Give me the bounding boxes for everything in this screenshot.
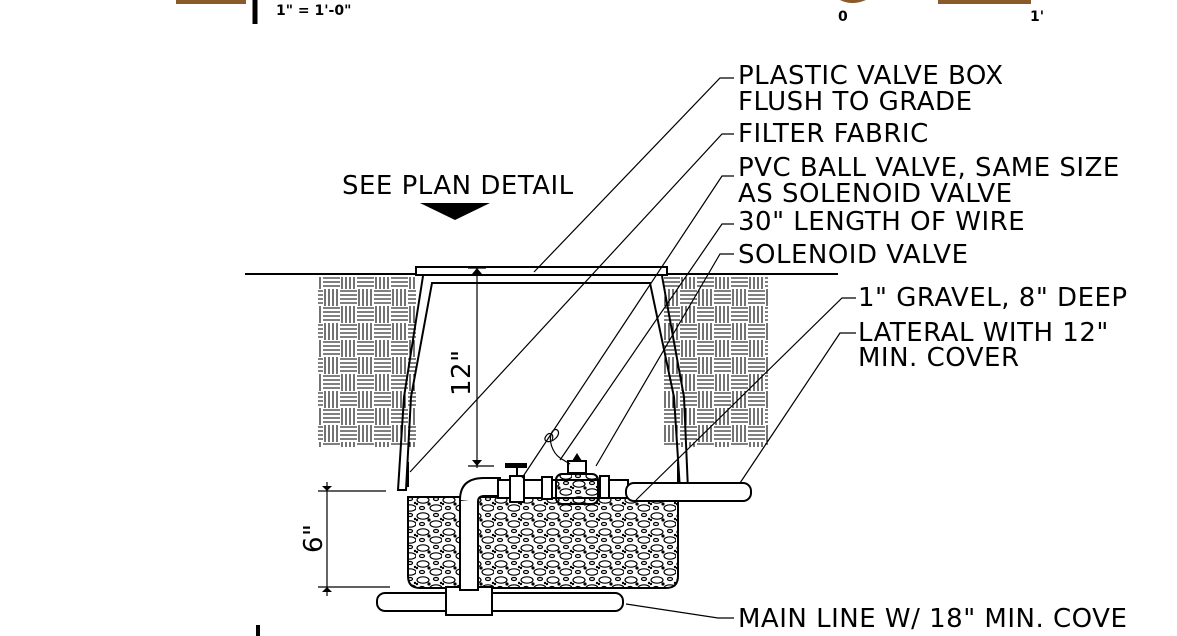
callout-ball-valve-line1: PVC BALL VALVE, SAME SIZE: [738, 153, 1120, 183]
callout-valve-box-line1: PLASTIC VALVE BOX: [738, 61, 1004, 91]
gravel-bed: [407, 496, 679, 589]
piping: [376, 428, 752, 616]
scale-start-label: 0: [838, 9, 848, 25]
scale-group: 1" = 1'-0" 0 1': [176, 0, 1044, 25]
leader-lines: [409, 77, 856, 619]
scale-bar-left: [176, 0, 246, 4]
scale-bar-segment-2: [938, 0, 1031, 4]
callout-filter-fabric: FILTER FABRIC: [738, 119, 929, 149]
callout-valve-box-line2: FLUSH TO GRADE: [738, 87, 973, 117]
soil-hatch: [318, 277, 768, 447]
dimension-12in: 12": [447, 266, 494, 468]
callout-solenoid: SOLENOID VALVE: [738, 240, 969, 270]
dimension-6in-label: 6": [299, 523, 329, 553]
scale-bar-segment-1: [840, 0, 866, 3]
callouts: PLASTIC VALVE BOX FLUSH TO GRADE FILTER …: [738, 61, 1128, 634]
callout-main-line: MAIN LINE W/ 18" MIN. COVE: [738, 604, 1127, 634]
valve-box: [396, 266, 690, 491]
callout-gravel: 1" GRAVEL, 8" DEEP: [858, 283, 1128, 313]
callout-lateral-line1: LATERAL WITH 12": [858, 318, 1109, 348]
dimension-12in-label: 12": [447, 349, 477, 396]
see-plan-detail-arrow: [420, 203, 490, 220]
dimension-6in: 6": [299, 482, 390, 596]
see-plan-detail-label: SEE PLAN DETAIL: [342, 171, 574, 201]
callout-lateral-line2: MIN. COVER: [858, 343, 1020, 373]
callout-wire: 30" LENGTH OF WIRE: [738, 207, 1025, 237]
callout-ball-valve-line2: AS SOLENOID VALVE: [738, 179, 1013, 209]
scale-end-label: 1': [1030, 9, 1044, 25]
scale-text: 1" = 1'-0": [276, 3, 351, 19]
